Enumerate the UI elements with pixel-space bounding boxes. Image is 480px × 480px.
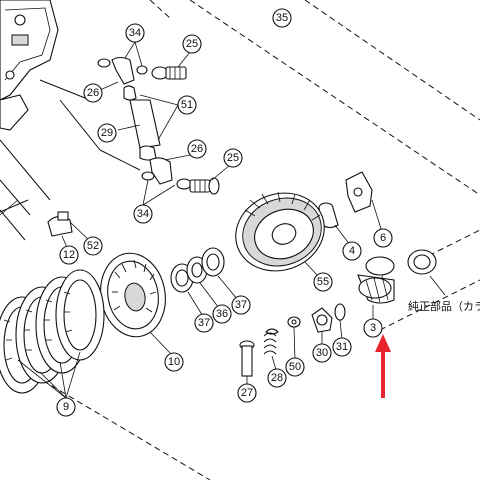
callout-label: 37: [235, 299, 247, 311]
callout-label: 55: [317, 276, 329, 288]
callout-52: 52: [83, 236, 103, 256]
callout-label: 6: [380, 232, 386, 244]
callout-label: 30: [316, 347, 328, 359]
callout-label: 34: [137, 208, 149, 220]
callout-label: 12: [63, 249, 75, 261]
callout-35: 35: [272, 8, 292, 28]
clutch-plates-9: [0, 269, 105, 399]
callout-4: 4: [342, 241, 362, 261]
callout-label: 29: [101, 127, 113, 139]
callout-37a: 37: [194, 313, 214, 333]
genuine-part-note: 純正部品（カラ: [408, 299, 480, 313]
callout-25b: 25: [223, 148, 243, 168]
callout-label: 31: [336, 341, 348, 353]
callout-label: 9: [63, 401, 69, 413]
callout-label: 52: [87, 240, 99, 252]
callout-55: 55: [313, 272, 333, 292]
callout-label: 26: [191, 143, 203, 155]
washer-genuine: [407, 249, 446, 296]
callout-34b: 34: [133, 204, 153, 224]
callout-3: 3: [363, 318, 383, 338]
callout-12: 12: [59, 245, 79, 265]
callout-label: 28: [271, 372, 283, 384]
callout-label: 25: [227, 152, 239, 164]
callout-label: 4: [349, 245, 355, 257]
bolt-spring-nut-set: [239, 303, 346, 385]
clutch-housing-55: [235, 191, 325, 277]
callout-label: 10: [168, 356, 180, 368]
callout-26b: 26: [187, 139, 207, 159]
callout-label: 51: [181, 99, 193, 111]
callout-label: 35: [276, 12, 288, 24]
callout-label: 27: [241, 387, 253, 399]
callout-36: 36: [212, 304, 232, 324]
callout-10: 10: [164, 352, 184, 372]
oil-pipe-assembly: [97, 41, 231, 206]
callout-25a: 25: [182, 34, 202, 54]
callout-31: 31: [332, 337, 352, 357]
lock-washer-6: [345, 171, 383, 233]
callout-label: 36: [216, 308, 228, 320]
callout-27: 27: [237, 383, 257, 403]
callout-28: 28: [267, 368, 287, 388]
callout-30: 30: [312, 343, 332, 363]
callout-6: 6: [373, 228, 393, 248]
bolt-and-bracket: [0, 199, 93, 251]
callout-37b: 37: [231, 295, 251, 315]
callout-29: 29: [97, 123, 117, 143]
callout-label: 37: [198, 317, 210, 329]
callout-26a: 26: [83, 83, 103, 103]
washers-37-36-37: [170, 247, 239, 319]
callout-9: 9: [56, 397, 76, 417]
callout-label: 25: [186, 38, 198, 50]
callout-51: 51: [177, 95, 197, 115]
callout-label: 50: [289, 361, 301, 373]
red-arrow-indicator: [375, 334, 391, 398]
callout-label: 3: [370, 322, 376, 334]
callout-34a: 34: [125, 23, 145, 43]
callout-50: 50: [285, 357, 305, 377]
engine-case-fragment: [0, 0, 59, 131]
pressure-plate-10: [100, 252, 173, 356]
callout-label: 34: [129, 27, 141, 39]
callout-label: 26: [87, 87, 99, 99]
sleeve-3: [357, 256, 395, 320]
